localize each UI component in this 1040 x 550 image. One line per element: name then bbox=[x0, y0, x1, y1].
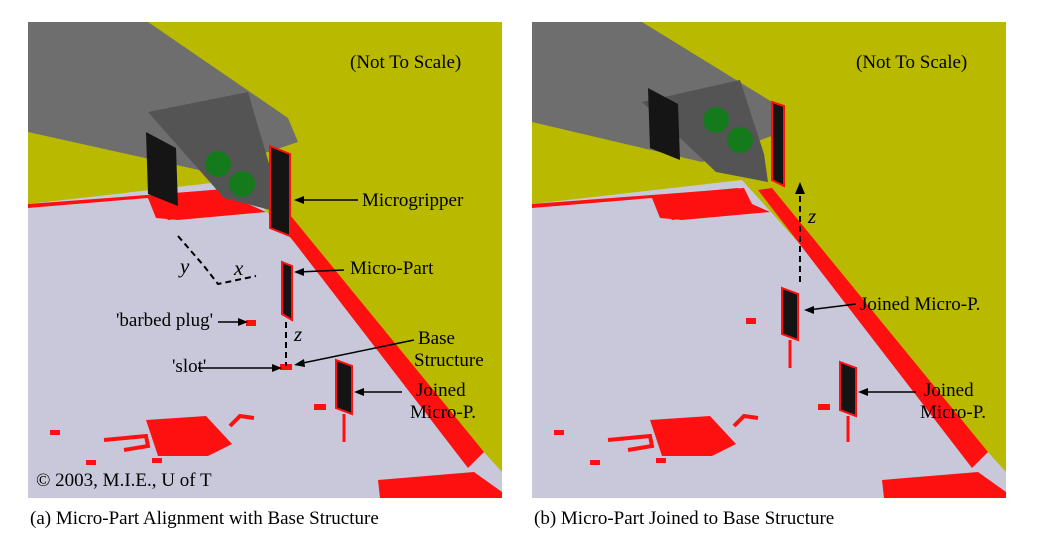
joined-micro-part-a bbox=[335, 358, 353, 416]
base-center-pad bbox=[146, 416, 232, 456]
panel-b-scene bbox=[532, 22, 1006, 498]
arrowhead-joined bbox=[858, 388, 868, 396]
ball-1 bbox=[703, 107, 729, 133]
label-joined-1: Joined bbox=[924, 380, 974, 401]
axis-label-x: x bbox=[234, 256, 244, 280]
base-right-edge bbox=[254, 188, 484, 468]
small-pad-2 bbox=[590, 460, 600, 465]
small-pad-1 bbox=[554, 430, 564, 435]
arrow-base-structure bbox=[297, 339, 415, 365]
arrowhead-micro-part bbox=[294, 268, 304, 276]
flexure-right bbox=[228, 413, 255, 428]
gripper-block bbox=[648, 88, 680, 160]
xy-dashed-path bbox=[177, 235, 257, 286]
base-center-pad bbox=[650, 416, 736, 456]
axis-label-y: y bbox=[180, 254, 190, 278]
gripper-block bbox=[146, 132, 178, 206]
label-joined-2: Micro-P. bbox=[920, 402, 986, 423]
slot-marker-1 bbox=[246, 320, 256, 326]
axis-label-z: z bbox=[808, 204, 817, 228]
flexure-left bbox=[607, 433, 655, 452]
arrowhead-joined-center bbox=[804, 306, 814, 314]
slot-marker-1 bbox=[746, 318, 756, 324]
label-joined-2: Micro-P. bbox=[410, 402, 476, 423]
axis-label-z: z bbox=[294, 322, 303, 346]
ball-1 bbox=[205, 151, 231, 177]
scale-note: (Not To Scale) bbox=[350, 52, 462, 73]
base-right-edge bbox=[758, 188, 988, 468]
label-slot: 'slot' bbox=[172, 356, 207, 377]
label-barbed-plug: 'barbed plug' bbox=[116, 310, 214, 331]
base-plate bbox=[28, 180, 502, 498]
slot-marker-2 bbox=[818, 404, 830, 410]
scale-note: (Not To Scale) bbox=[856, 52, 968, 73]
base-pad-top bbox=[650, 188, 752, 220]
arrowhead-z bbox=[795, 182, 805, 194]
label-micro-part: Micro-Part bbox=[350, 258, 434, 279]
empty-gripper-finger bbox=[771, 100, 785, 188]
label-microgripper: Microgripper bbox=[362, 190, 464, 211]
panel-a-scene bbox=[28, 22, 502, 498]
small-pad-3 bbox=[656, 458, 666, 463]
joined-micro-part-center bbox=[781, 286, 799, 342]
arrow-joined-center bbox=[807, 303, 857, 311]
arrow-micro-part bbox=[297, 269, 345, 273]
base-pad-bottom bbox=[882, 472, 1006, 498]
panel-a-alignment: (Not To Scale) Microgripper Micro-Part '… bbox=[28, 22, 502, 498]
slot bbox=[280, 364, 292, 370]
copyright-note: © 2003, M.I.E., U of T bbox=[36, 470, 212, 491]
arrowhead-joined bbox=[354, 388, 364, 396]
label-base-structure-2: Structure bbox=[414, 350, 484, 371]
joined-micro-part-b bbox=[839, 360, 857, 418]
caption-a: (a) Micro-Part Alignment with Base Struc… bbox=[30, 508, 379, 529]
slot-marker-2 bbox=[314, 404, 326, 410]
flexure-right bbox=[732, 413, 759, 428]
label-base-structure-1: Base bbox=[418, 328, 455, 349]
caption-b: (b) Micro-Part Joined to Base Structure bbox=[534, 508, 835, 529]
panel-b-joined: (Not To Scale) z Joined Micro-P. Joined … bbox=[532, 22, 1006, 498]
flexure-left bbox=[103, 433, 151, 452]
micro-part-gripped bbox=[269, 144, 291, 238]
micro-part bbox=[281, 260, 293, 322]
ball-2 bbox=[727, 127, 753, 153]
arrowhead-microgripper bbox=[294, 196, 304, 204]
label-joined-micro-p: Joined Micro-P. bbox=[860, 294, 981, 315]
arrowhead-slot bbox=[272, 364, 282, 372]
ball-2 bbox=[229, 171, 255, 197]
label-joined-1: Joined bbox=[416, 380, 466, 401]
small-pad-3 bbox=[152, 458, 162, 463]
base-plate bbox=[532, 180, 1006, 498]
arrowhead-base-structure bbox=[294, 359, 305, 367]
arrowhead-barbed-plug bbox=[238, 318, 248, 326]
small-pad-2 bbox=[86, 460, 96, 465]
small-pad-1 bbox=[50, 430, 60, 435]
base-pad-bottom bbox=[378, 472, 502, 498]
